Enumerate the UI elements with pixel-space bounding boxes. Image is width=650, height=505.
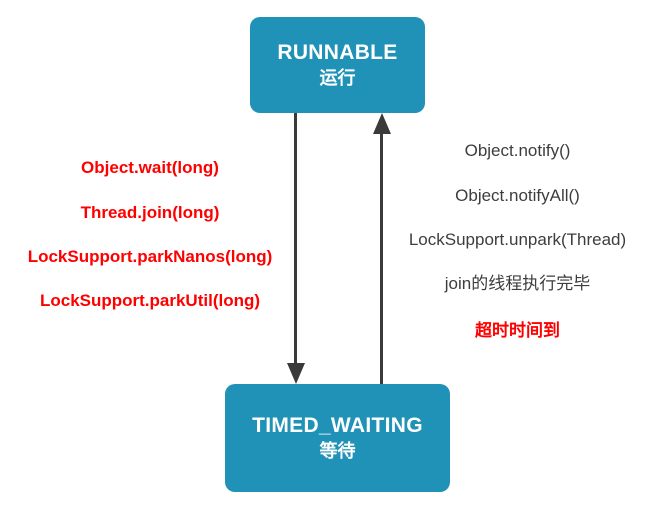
transition-label-object-notifyall: Object.notifyAll() (455, 186, 580, 205)
arrowhead-up-icon (373, 113, 391, 134)
transition-label-thread-join: Thread.join(long) (80, 203, 220, 222)
transition-label-locksupport-unpark: LockSupport.unpark(Thread) (408, 230, 627, 249)
node-timed-waiting-label: TIMED_WAITING (252, 413, 423, 437)
transition-label-locksupport-parkutil: LockSupport.parkUtil(long) (39, 291, 261, 310)
node-timed-waiting: TIMED_WAITING 等待 (225, 384, 450, 492)
transition-label-object-notify: Object.notify() (464, 141, 571, 160)
arrow-runnable-to-timed-waiting (294, 113, 297, 364)
transition-label-locksupport-parknanos: LockSupport.parkNanos(long) (27, 247, 273, 266)
transition-label-timeout-reached: 超时时间到 (475, 321, 560, 340)
arrowhead-down-icon (287, 363, 305, 384)
transition-label-object-wait: Object.wait(long) (81, 158, 219, 177)
node-runnable: RUNNABLE 运行 (250, 17, 425, 113)
node-runnable-label: RUNNABLE (277, 40, 398, 64)
node-timed-waiting-sublabel: 等待 (319, 440, 356, 461)
transition-label-join-thread-finished: join的线程执行完毕 (444, 274, 591, 293)
arrow-timed-waiting-to-runnable (380, 133, 383, 384)
node-runnable-sublabel: 运行 (319, 67, 356, 88)
